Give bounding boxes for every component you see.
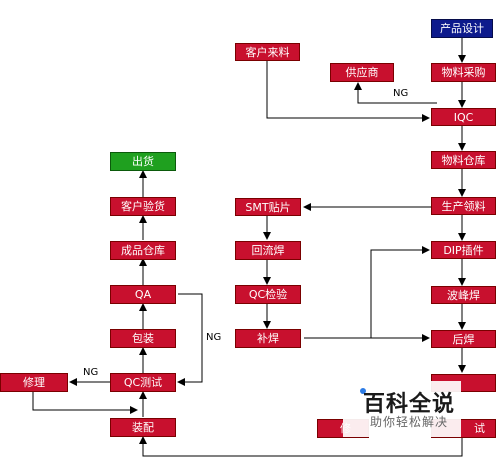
node-material-warehouse: 物料仓库 bbox=[431, 151, 496, 169]
node-material-purchase: 物料采购 bbox=[431, 63, 496, 82]
node-customer-inspection: 客户验货 bbox=[110, 197, 176, 216]
node-production-pick: 生产领料 bbox=[431, 197, 496, 215]
node-wave-solder: 波峰焊 bbox=[431, 286, 496, 304]
node-qc-test: QC测试 bbox=[110, 373, 176, 392]
arrow-return-to-assembly bbox=[139, 436, 463, 457]
node-assembly: 装配 bbox=[110, 418, 176, 437]
node-supplier: 供应商 bbox=[330, 63, 394, 82]
watermark-title: 百科全说 bbox=[363, 392, 456, 417]
arrow-qa-ng-to-qctest bbox=[177, 293, 203, 386]
label-ng-qa: NG bbox=[206, 332, 222, 343]
node-shipment: 出货 bbox=[110, 152, 176, 171]
node-dip: DIP插件 bbox=[431, 241, 496, 259]
node-smt: SMT贴片 bbox=[235, 198, 301, 216]
node-post-weld: 后焊 bbox=[431, 330, 496, 348]
node-product-design: 产品设计 bbox=[431, 19, 493, 38]
arrow-customer-to-iqc bbox=[266, 61, 430, 122]
label-ng-qc-test: NG bbox=[83, 367, 99, 378]
arrow-to-dip bbox=[370, 246, 430, 338]
arrow-repair-to-assembly bbox=[32, 391, 138, 414]
node-packing: 包装 bbox=[110, 329, 176, 348]
watermark-logo-icon bbox=[360, 388, 366, 394]
node-qc-check: QC检验 bbox=[235, 285, 301, 304]
watermark-subtitle: 助你轻松解决 bbox=[370, 415, 449, 429]
label-ng-iqc: NG bbox=[393, 88, 409, 99]
arrow-iqc-ng-to-supplier bbox=[354, 82, 437, 104]
node-repair-weld-left: 补焊 bbox=[235, 329, 301, 348]
node-repair: 修理 bbox=[0, 373, 68, 392]
node-finished-warehouse: 成品仓库 bbox=[110, 241, 176, 260]
node-qa: QA bbox=[110, 285, 176, 304]
node-reflow: 回流焊 bbox=[235, 241, 301, 260]
node-customer-material: 客户来料 bbox=[235, 43, 300, 61]
node-iqc: IQC bbox=[431, 108, 496, 126]
